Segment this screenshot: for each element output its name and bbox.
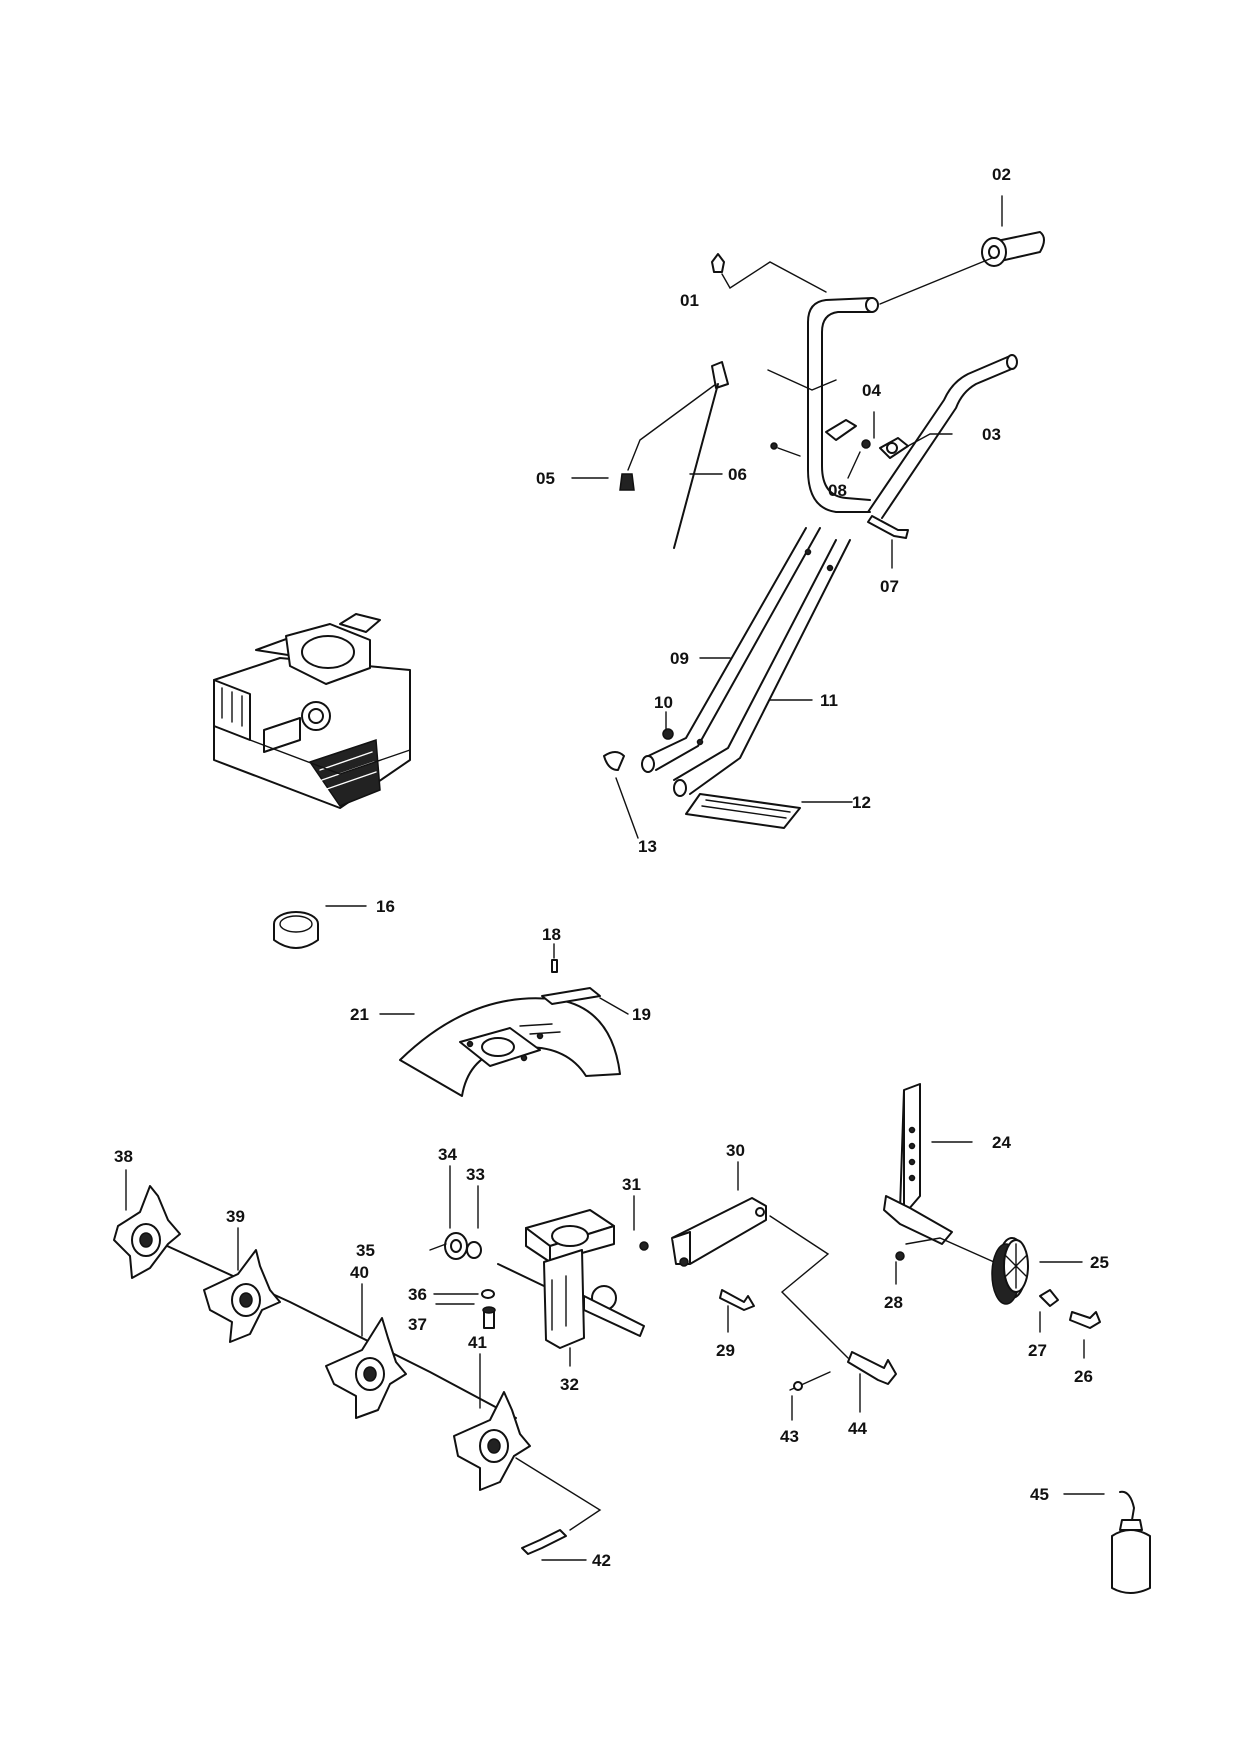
label-41: 41: [468, 1333, 487, 1352]
label-03: 03: [982, 425, 1001, 444]
label-19: 19: [632, 1005, 651, 1024]
oil-bottle: [1111, 1490, 1151, 1594]
label-18: 18: [542, 925, 561, 944]
label-37: 37: [408, 1315, 427, 1334]
handlebar-assembly: [603, 231, 1045, 829]
label-04: 04: [862, 381, 881, 400]
label-12: 12: [852, 793, 871, 812]
label-38: 38: [114, 1147, 133, 1166]
label-36: 36: [408, 1285, 427, 1304]
label-43: 43: [780, 1427, 799, 1446]
label-10: 10: [654, 693, 673, 712]
label-31: 31: [622, 1175, 641, 1194]
label-08: 08: [828, 481, 847, 500]
label-16: 16: [376, 897, 395, 916]
label-32: 32: [560, 1375, 579, 1394]
label-26: 26: [1074, 1367, 1093, 1386]
label-42: 42: [592, 1551, 611, 1570]
wheel-depth-stake: [883, 1083, 1101, 1329]
label-06: 06: [728, 465, 747, 484]
seal-parts: [429, 1232, 496, 1329]
label-29: 29: [716, 1341, 735, 1360]
label-24: 24: [992, 1133, 1011, 1152]
label-13: 13: [638, 837, 657, 856]
leader-lines: [125, 195, 1105, 1561]
label-45: 45: [1030, 1485, 1049, 1504]
tine-shield: [399, 959, 621, 1097]
drag-bar-bracket: [639, 1197, 897, 1391]
label-05: 05: [536, 469, 555, 488]
label-11: 11: [820, 691, 838, 710]
part-labels: 01 02 03 04 05 06 07 08 09 10 11 12 13 1…: [114, 165, 1109, 1570]
label-44: 44: [848, 1419, 867, 1438]
label-34: 34: [438, 1145, 457, 1164]
tine-assemblies: [113, 1185, 602, 1555]
label-35: 35: [356, 1241, 375, 1260]
bearing-ring: [273, 911, 319, 949]
label-07: 07: [880, 577, 899, 596]
label-01: 01: [680, 291, 699, 310]
label-33: 33: [466, 1165, 485, 1184]
engine: [213, 613, 411, 809]
gearbox: [497, 1209, 645, 1349]
label-27: 27: [1028, 1341, 1047, 1360]
label-21: 21: [350, 1005, 369, 1024]
label-02: 02: [992, 165, 1011, 184]
label-39: 39: [226, 1207, 245, 1226]
label-30: 30: [726, 1141, 745, 1160]
label-25: 25: [1090, 1253, 1109, 1272]
label-40: 40: [350, 1263, 369, 1282]
label-28: 28: [884, 1293, 903, 1312]
label-09: 09: [670, 649, 689, 668]
